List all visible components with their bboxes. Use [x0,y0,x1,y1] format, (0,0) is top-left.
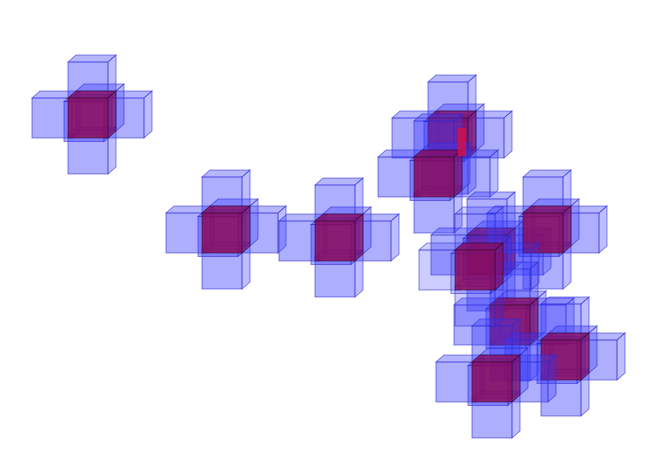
cluster-2-center-front-face [201,212,243,254]
cluster-1-neighbor-2-side-face [143,90,153,139]
cluster-7 [485,169,609,290]
cluster-11-neighbor-2-side-face [530,242,540,291]
cluster-9-center-side-face [580,332,590,381]
cluster-3-neighbor-2-side-face [390,213,400,262]
cluster-11 [417,206,541,327]
cluster-1-center-side-face [107,90,117,139]
cluster-2 [164,169,288,290]
cluster-9-center-front-face [540,339,582,381]
cluster-3-center-side-face [354,213,364,262]
cluster-4-neighbor-5-side-face [475,103,485,152]
cluster-5 [376,113,500,234]
cluster-11-neighbor-5-side-face [502,235,512,284]
cluster-9-neighbor-2-side-face [616,332,626,381]
cluster-1-neighbor-5-side-face [115,83,125,132]
cluster-4-highlight [458,128,466,156]
cluster-3-center-front-face [314,220,356,262]
cluster-10-neighbor-2-side-face [547,354,557,403]
cluster-10 [434,318,558,439]
cluster-7-center-side-face [562,205,572,254]
cluster-11-center-front-face [454,249,496,291]
cluster-11-center-side-face [494,242,504,291]
cluster-10-neighbor-5-side-face [519,347,529,396]
cluster-5-center-side-face [453,149,463,198]
cluster-1 [30,54,154,175]
cluster-10-center-side-face [511,354,521,403]
cluster-7-neighbor-5-side-face [570,198,580,247]
cluster-7-neighbor-2-side-face [598,205,608,254]
cluster-9 [503,296,627,417]
cluster-2-neighbor-5-side-face [249,198,259,247]
cluster-2-center-side-face [241,205,251,254]
cluster-5-neighbor-2-side-face [489,149,499,198]
cluster-4-neighbor-2-side-face [503,110,513,159]
cluster-3 [277,177,401,298]
cluster-5-center-front-face [413,156,455,198]
cluster-9-neighbor-5-side-face [588,325,598,374]
cluster-3-neighbor-5-side-face [362,206,372,255]
cluster-10-center-front-face [471,361,513,403]
cluster-1-center-front-face [67,97,109,139]
